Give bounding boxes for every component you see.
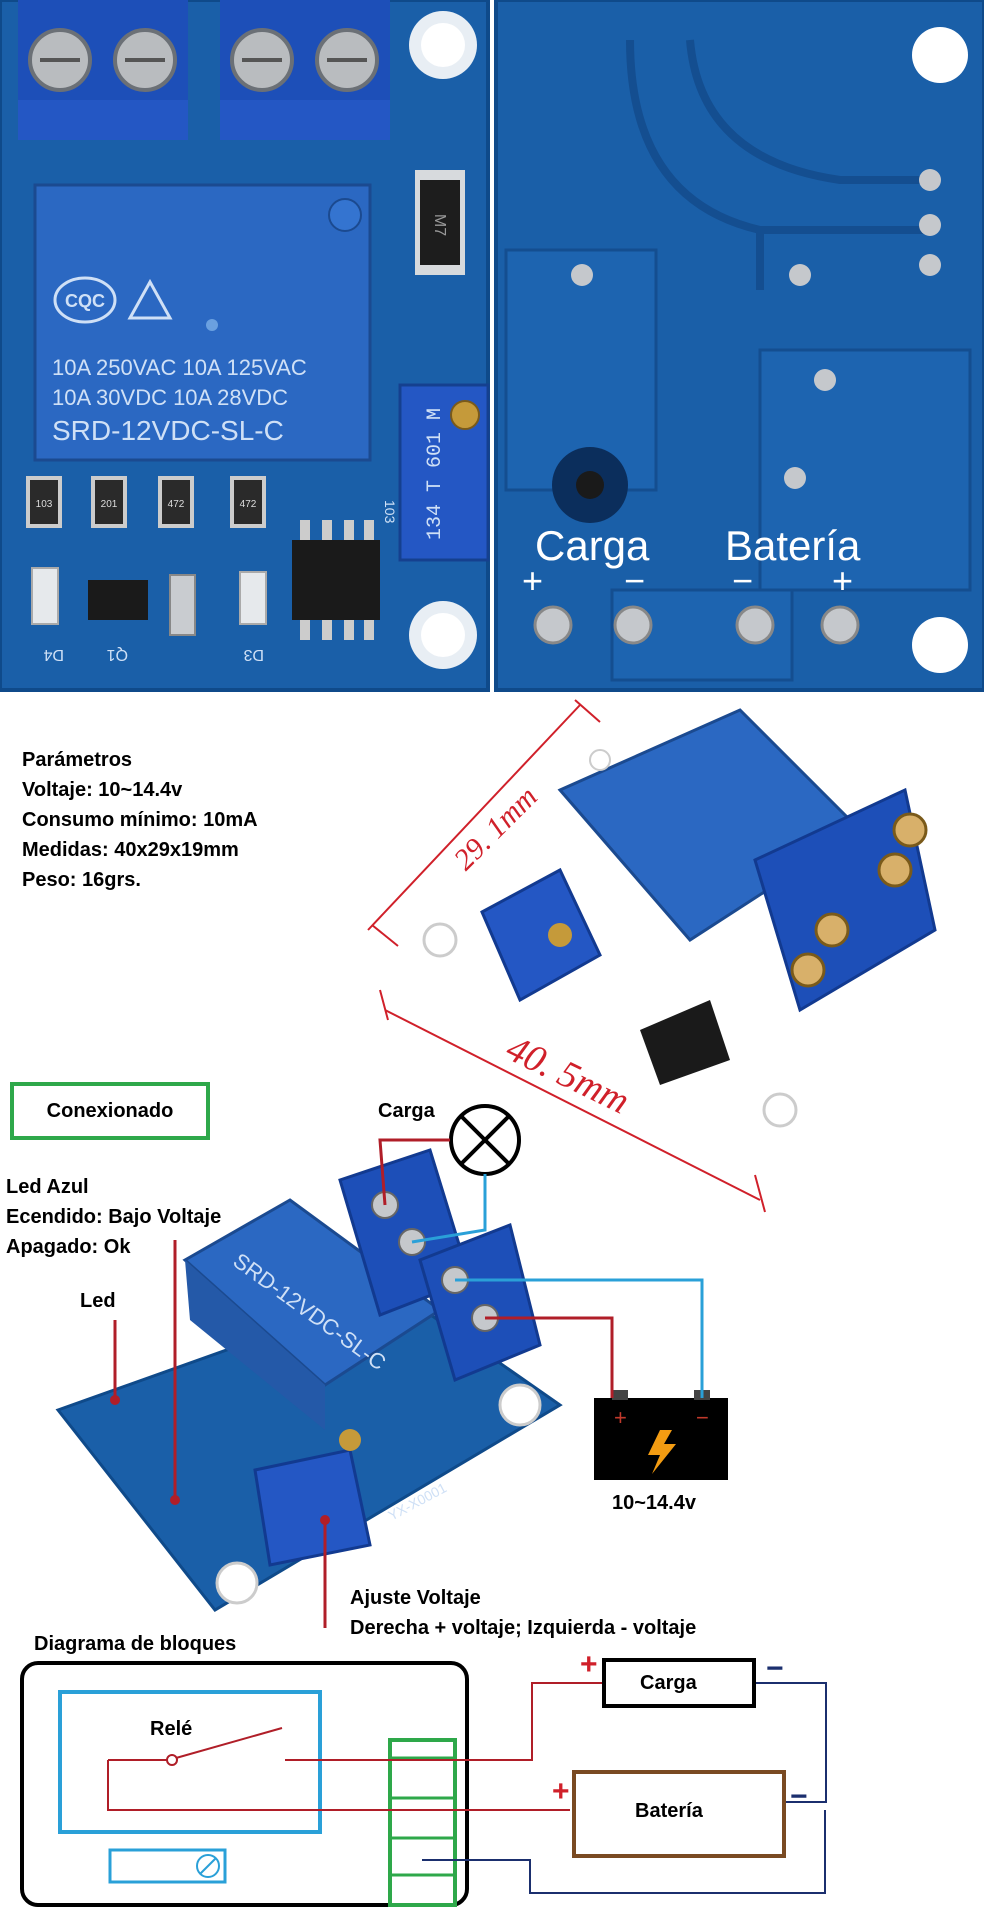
connection-title: Conexionado [46, 1099, 174, 1122]
resistor-code-4: 472 [240, 499, 257, 510]
label-d4: D4 [43, 646, 64, 663]
block-module-outline [20, 1661, 469, 1907]
led-label: Led [80, 1290, 116, 1312]
transistor-q1 [88, 580, 148, 620]
pot-text: 134 T 601 M [424, 408, 447, 540]
param-voltage: Voltaje: 10~14.4v [22, 779, 183, 801]
terminal-block-left [18, 0, 188, 140]
pcb-front-photo: CQC 10A 250VAC 10A 125VAC 10A 30VDC 10A … [0, 0, 490, 692]
block-battery-minus: − [790, 1780, 808, 1813]
back-load-label: Carga [535, 522, 650, 569]
block-battery-label-top: Batería [635, 1800, 703, 1822]
led-info-on: Ecendido: Bajo Voltaje [6, 1206, 222, 1228]
pot-code: 103 [382, 500, 398, 524]
connection-title-box: Conexionado [10, 1082, 210, 1140]
relay-rating-line-2: 10A 30VDC 10A 28VDC [52, 385, 288, 410]
resistor-code-1: 103 [36, 499, 53, 510]
led-info-title: Led Azul [6, 1176, 89, 1198]
block-relay-box [58, 1690, 322, 1834]
potentiometer: 134 T 601 M 103 [382, 383, 490, 562]
connection-terminals [338, 1148, 542, 1383]
dimension-lines [367, 699, 766, 1213]
adjust-info: Ajuste Voltaje Derecha + voltaje; Izquie… [350, 1583, 696, 1643]
relay-model-text: SRD-12VDC-SL-C [52, 415, 284, 446]
dimension-length-label: 40. 5mm [500, 1027, 636, 1122]
battery-voltage-label: 10~14.4v [612, 1492, 696, 1514]
resistor-row: 103 201 472 472 [26, 476, 266, 528]
connection-load-label: Carga [378, 1100, 435, 1122]
label-d3: D3 [243, 646, 264, 663]
block-battery-plus: + [552, 1775, 570, 1808]
led-d3 [239, 571, 267, 625]
board-code: YX-X0001 [385, 1479, 449, 1523]
battery-icon: + − [594, 1390, 728, 1480]
svg-text:−: − [696, 1405, 709, 1430]
led-d4 [31, 567, 59, 625]
param-size: Medidas: 40x29x19mm [22, 839, 239, 861]
block-relay-label: Relé [150, 1718, 193, 1740]
connection-potentiometer [253, 1448, 372, 1567]
resistor-code-3: 472 [168, 499, 185, 510]
adjust-desc: Derecha + voltaje; Izquierda - voltaje [350, 1617, 697, 1639]
relay-brand-text: CQC [65, 291, 105, 311]
terminal-block-right [220, 0, 390, 140]
back-load-plus: + [522, 560, 544, 601]
back-battery-label: Batería [725, 522, 861, 569]
block-load-label-top: Carga [640, 1672, 697, 1694]
load-lamp-icon [449, 1104, 521, 1176]
relay-rating-line-1: 10A 250VAC 10A 125VAC [52, 355, 307, 380]
relay-top-view: CQC 10A 250VAC 10A 125VAC 10A 30VDC 10A … [33, 183, 372, 462]
ic-chip [292, 520, 380, 640]
board-photos: CQC 10A 250VAC 10A 125VAC 10A 30VDC 10A … [0, 0, 984, 692]
back-battery-plus: + [832, 560, 854, 601]
led-info-off: Apagado: Ok [6, 1236, 131, 1258]
resistor-code-2: 201 [101, 499, 118, 510]
diode-code: M7 [431, 214, 448, 236]
block-diagram-title: Diagrama de bloques [34, 1633, 237, 1655]
param-weight: Peso: 16grs. [22, 869, 141, 891]
param-consumption: Consumo mínimo: 10mA [22, 809, 258, 831]
block-pot-box [108, 1848, 227, 1884]
relay-side [185, 1260, 325, 1430]
parameters-block: Parámetros Voltaje: 10~14.4v Consumo mín… [22, 745, 258, 895]
label-q1: Q1 [107, 646, 128, 663]
adjust-title: Ajuste Voltaje [350, 1587, 481, 1609]
block-load-plus: + [580, 1648, 598, 1681]
led-info-block: Led Azul Ecendido: Bajo Voltaje Apagado:… [6, 1172, 221, 1262]
pcb-back-photo [494, 0, 984, 692]
back-load-minus: − [624, 560, 646, 601]
connection-board [55, 1288, 563, 1612]
block-load-minus: − [766, 1652, 784, 1685]
diode-m7: M7 [415, 170, 465, 275]
connection-relay [182, 1198, 443, 1387]
back-battery-minus: − [732, 560, 754, 601]
block-terminal-strip [388, 1738, 457, 1907]
dimension-width-label: 29. 1mm [447, 780, 543, 876]
connection-relay-text: SRD-12VDC-SL-C [229, 1248, 391, 1375]
svg-text:+: + [614, 1405, 627, 1430]
small-diode [169, 574, 196, 636]
board-3d-components [422, 708, 937, 1128]
parameters-title: Parámetros [22, 749, 133, 771]
